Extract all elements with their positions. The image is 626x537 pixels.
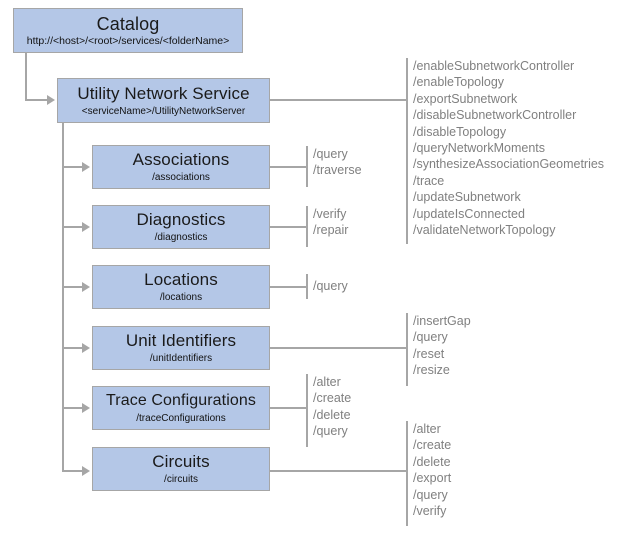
connector-trace-configurations-to-operations xyxy=(270,407,307,409)
arrowhead-unit-identifiers xyxy=(82,343,90,353)
node-catalog[interactable]: Catalog http://<host>/<root>/services/<f… xyxy=(13,8,243,53)
node-diagnostics-title: Diagnostics xyxy=(136,210,226,229)
arrowhead-associations xyxy=(82,162,90,172)
arrowhead-diagnostics xyxy=(82,222,90,232)
arrowhead-catalog-to-service xyxy=(47,95,55,105)
operations-associations: /query /traverse xyxy=(313,146,362,179)
connector-branch-trace-configurations xyxy=(62,407,84,409)
operation-item[interactable]: /verify xyxy=(413,504,447,519)
connector-diagnostics-to-operations xyxy=(270,226,307,228)
operation-item[interactable]: /resize xyxy=(413,363,450,378)
connector-branch-unit-identifiers xyxy=(62,347,84,349)
node-trace-configurations[interactable]: Trace Configurations /traceConfiguration… xyxy=(92,386,270,430)
node-locations-title: Locations xyxy=(144,270,218,289)
operations-bar-associations xyxy=(306,146,308,187)
operation-item[interactable]: /updateSubnetwork xyxy=(413,190,521,205)
connector-unit-identifiers-to-operations xyxy=(270,347,407,349)
node-locations[interactable]: Locations /locations xyxy=(92,265,270,309)
operation-item[interactable]: /repair xyxy=(313,223,349,238)
operations-unit-identifiers: /insertGap /query /reset /resize xyxy=(413,313,471,379)
operation-item[interactable]: /alter xyxy=(413,422,441,436)
operation-item[interactable]: /trace xyxy=(413,173,445,188)
node-diagnostics[interactable]: Diagnostics /diagnostics xyxy=(92,205,270,249)
connector-branch-circuits xyxy=(62,470,84,472)
node-utility-network-service-title: Utility Network Service xyxy=(77,83,250,103)
connector-branch-associations xyxy=(62,166,84,168)
operation-item[interactable]: /alter xyxy=(313,375,341,389)
operations-utility-network-service: /enableSubnetworkController /enableTopol… xyxy=(413,58,604,238)
arrowhead-locations xyxy=(82,282,90,292)
operation-item[interactable]: /delete xyxy=(413,454,451,469)
operation-item[interactable]: /delete xyxy=(313,407,351,422)
connector-branch-locations xyxy=(62,286,84,288)
node-unit-identifiers-path: /unitIdentifiers xyxy=(149,353,213,364)
operation-item[interactable]: /reset xyxy=(413,346,445,361)
connector-associations-to-operations xyxy=(270,166,307,168)
connector-catalog-to-service xyxy=(25,99,49,101)
arrowhead-circuits xyxy=(82,466,90,476)
operation-item[interactable]: /enableSubnetworkController xyxy=(413,59,575,73)
node-circuits-path: /circuits xyxy=(164,474,198,485)
operations-locations: /query xyxy=(313,278,348,294)
operations-diagnostics: /verify /repair xyxy=(313,206,348,239)
connector-catalog-trunk xyxy=(25,53,27,101)
operations-bar-trace-configurations xyxy=(306,374,308,447)
node-catalog-title: Catalog xyxy=(96,13,160,34)
operation-item[interactable]: /verify xyxy=(313,207,347,221)
node-utility-network-service[interactable]: Utility Network Service <serviceName>/Ut… xyxy=(57,78,270,123)
operation-item[interactable]: /create xyxy=(413,438,452,453)
operation-item[interactable]: /exportSubnetwork xyxy=(413,91,518,106)
connector-circuits-to-operations xyxy=(270,470,407,472)
operation-item[interactable]: /synthesizeAssociationGeometries xyxy=(413,157,605,172)
operation-item[interactable]: /disableSubnetworkController xyxy=(413,108,577,123)
node-catalog-path: http://<host>/<root>/services/<folderNam… xyxy=(26,34,230,47)
operation-item[interactable]: /export xyxy=(413,471,452,486)
connector-locations-to-operations xyxy=(270,286,307,288)
operation-item[interactable]: /updateIsConnected xyxy=(413,206,525,221)
operation-item[interactable]: /queryNetworkMoments xyxy=(413,141,545,156)
node-circuits[interactable]: Circuits /circuits xyxy=(92,447,270,491)
operation-item[interactable]: /query xyxy=(413,330,448,345)
node-trace-configurations-path: /traceConfigurations xyxy=(136,413,226,424)
node-unit-identifiers-title: Unit Identifiers xyxy=(125,331,237,350)
connector-service-to-operations xyxy=(270,99,407,101)
operation-item[interactable]: /disableTopology xyxy=(413,124,507,139)
operations-bar-utility-network-service xyxy=(406,58,408,244)
operations-bar-locations xyxy=(306,274,308,299)
arrowhead-trace-configurations xyxy=(82,403,90,413)
operations-bar-circuits xyxy=(406,421,408,526)
connector-branch-diagnostics xyxy=(62,226,84,228)
node-trace-configurations-title: Trace Configurations xyxy=(106,392,256,409)
node-associations-title: Associations xyxy=(132,150,230,169)
operation-item[interactable]: /query xyxy=(313,147,348,161)
node-utility-network-service-path: <serviceName>/UtilityNetworkServer xyxy=(81,105,246,117)
node-locations-path: /locations xyxy=(159,292,203,303)
node-unit-identifiers[interactable]: Unit Identifiers /unitIdentifiers xyxy=(92,326,270,370)
operations-bar-unit-identifiers xyxy=(406,313,408,386)
node-associations-path: /associations xyxy=(152,172,210,183)
node-circuits-title: Circuits xyxy=(152,452,210,471)
operation-item[interactable]: /query xyxy=(413,487,448,502)
node-diagnostics-path: /diagnostics xyxy=(154,232,208,243)
operations-trace-configurations: /alter /create /delete /query xyxy=(313,374,351,440)
operation-item[interactable]: /validateNetworkTopology xyxy=(413,223,556,238)
operation-item[interactable]: /query xyxy=(313,279,348,293)
node-associations[interactable]: Associations /associations xyxy=(92,145,270,189)
operations-bar-diagnostics xyxy=(306,206,308,247)
operation-item[interactable]: /query xyxy=(313,424,348,439)
connector-service-trunk xyxy=(62,123,64,472)
operations-circuits: /alter /create /delete /export /query /v… xyxy=(413,421,451,519)
operation-item[interactable]: /enableTopology xyxy=(413,75,505,90)
operation-item[interactable]: /traverse xyxy=(313,163,362,178)
operation-item[interactable]: /insertGap xyxy=(413,314,471,328)
operation-item[interactable]: /create xyxy=(313,391,352,406)
